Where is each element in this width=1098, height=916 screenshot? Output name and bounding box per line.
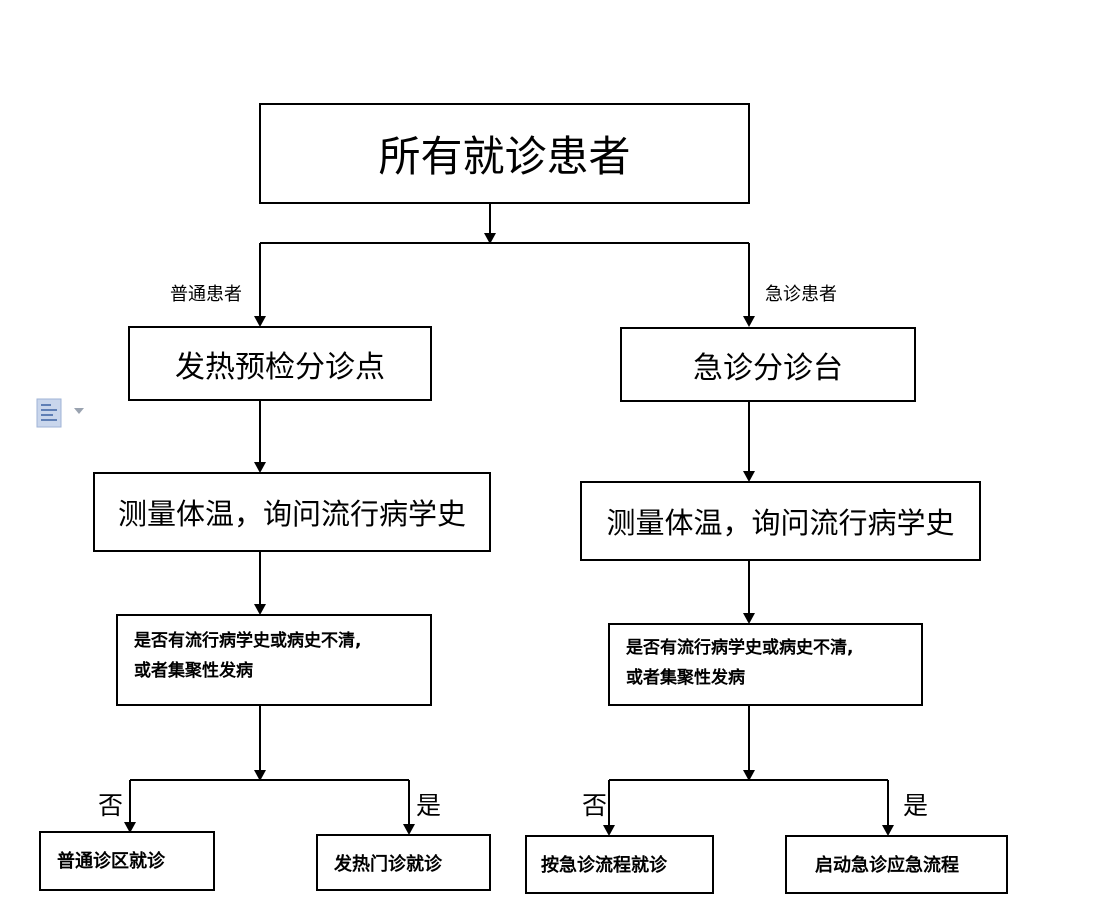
node-measure-left-text: 测量体温，询问流行病学史 (117, 497, 466, 531)
node-fever-triage: 发热预检分诊点 (128, 326, 432, 401)
label-right-no: 否 (582, 791, 608, 820)
node-emergency-plan-text: 启动急诊应急流程 (815, 855, 959, 876)
node-question-left-line1: 是否有流行病学史或病史不清, (134, 631, 362, 651)
node-measure-right-text: 测量体温，询问流行病学史 (606, 506, 955, 540)
node-general-clinic: 普通诊区就诊 (39, 831, 215, 891)
node-all-patients-text: 所有就诊患者 (378, 132, 631, 181)
node-emergency-triage-text: 急诊分诊台 (693, 350, 843, 386)
node-question-right-line2: 或者集聚性发病 (626, 668, 745, 688)
node-fever-clinic: 发热门诊就诊 (316, 834, 491, 891)
node-emergency-triage: 急诊分诊台 (620, 327, 916, 402)
node-fever-triage-text: 发热预检分诊点 (175, 349, 385, 385)
node-question-right: 是否有流行病学史或病史不清, 或者集聚性发病 (608, 623, 923, 706)
node-measure-left: 测量体温，询问流行病学史 (93, 472, 491, 552)
node-question-right-line1: 是否有流行病学史或病史不清, (626, 638, 854, 658)
node-fever-clinic-text: 发热门诊就诊 (334, 854, 442, 875)
node-emergency-plan: 启动急诊应急流程 (785, 835, 1008, 894)
label-left-yes: 是 (416, 791, 442, 820)
node-measure-right: 测量体温，询问流行病学史 (580, 481, 981, 561)
label-left-no: 否 (98, 791, 124, 820)
label-general-patients: 普通患者 (170, 284, 242, 305)
node-emergency-process: 按急诊流程就诊 (525, 835, 714, 894)
document-outline-icon[interactable] (36, 398, 86, 428)
node-question-left: 是否有流行病学史或病史不清, 或者集聚性发病 (116, 614, 432, 706)
node-all-patients: 所有就诊患者 (259, 103, 750, 204)
label-emergency-patients: 急诊患者 (765, 284, 837, 305)
node-question-left-line2: 或者集聚性发病 (134, 661, 253, 681)
node-emergency-process-text: 按急诊流程就诊 (541, 855, 667, 876)
node-general-clinic-text: 普通诊区就诊 (57, 851, 165, 872)
label-right-yes: 是 (903, 791, 929, 820)
